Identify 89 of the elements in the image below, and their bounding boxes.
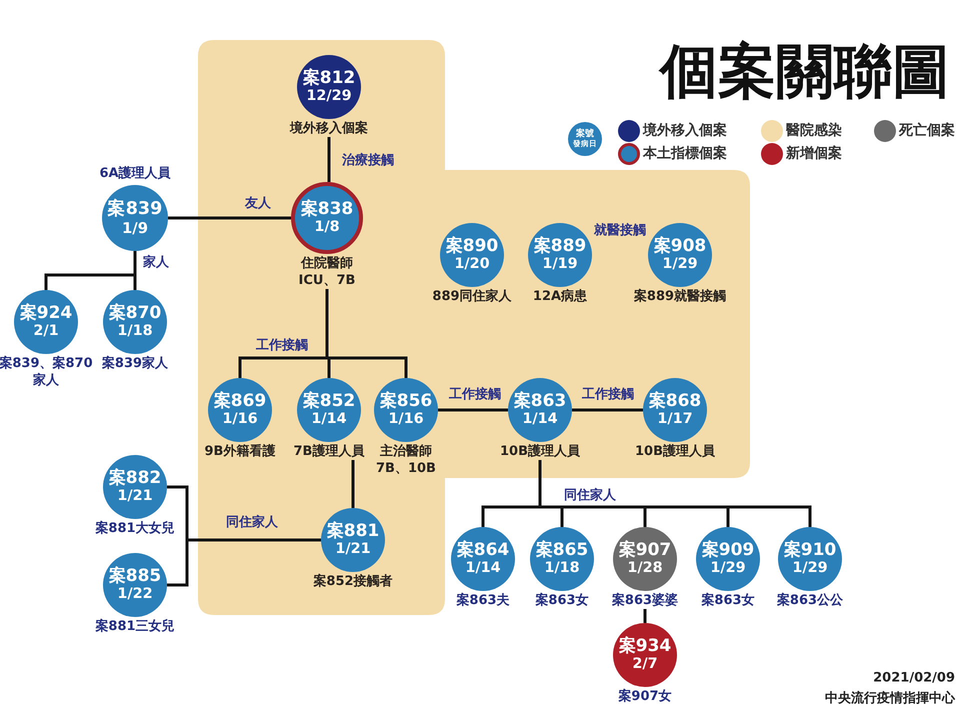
edge-label: 工作接觸 — [449, 386, 501, 403]
onset-date: 1/14 — [522, 411, 558, 428]
case-number-key: 案號 — [576, 129, 594, 140]
onset-date: 1/22 — [117, 586, 153, 604]
onset-date: 1/9 — [122, 220, 148, 237]
case-number: 案934 — [618, 636, 672, 656]
onset-date: 1/19 — [542, 256, 578, 274]
legend-label: 死亡個案 — [899, 122, 955, 140]
onset-date: 1/28 — [627, 560, 663, 578]
onset-date: 1/8 — [314, 219, 340, 236]
case-caption: 案881大女兒 — [95, 520, 175, 537]
onset-date: 1/29 — [710, 560, 746, 578]
case-caption: 案907女 — [618, 688, 672, 705]
case-caption: 7B護理人員 — [294, 443, 364, 460]
case-caption: 案863婆婆 — [612, 592, 678, 609]
case-number: 案907 — [618, 540, 672, 560]
connector-line — [644, 609, 646, 623]
case-caption: 案839家人 — [102, 355, 168, 372]
case-number: 案852 — [302, 392, 356, 412]
case-caption: 10B護理人員 — [500, 443, 580, 460]
onset-date: 2/7 — [632, 656, 658, 674]
connector-line — [328, 137, 330, 182]
onset-date: 1/16 — [388, 411, 424, 428]
edge-label: 友人 — [245, 195, 271, 212]
source-text: 中央流行疫情指揮中心 — [825, 690, 955, 707]
connector-line — [438, 408, 508, 412]
case-number: 案889 — [534, 236, 586, 256]
case-caption: 9B外籍看護 — [204, 443, 276, 460]
case-caption: 住院醫師ICU、7B — [298, 255, 356, 289]
case-caption: 6A護理人員 — [99, 165, 171, 182]
case-number: 案868 — [648, 392, 702, 412]
edge-label: 同住家人 — [564, 486, 616, 504]
edge-label: 工作接觸 — [582, 386, 634, 403]
case-caption: 案889就醫接觸 — [634, 288, 726, 305]
connector-line — [572, 408, 643, 412]
case-number: 案839 — [108, 199, 162, 220]
case-caption: 案863公公 — [776, 592, 844, 609]
onset-date: 1/21 — [117, 488, 153, 506]
case-number: 案881 — [326, 522, 380, 542]
case-number: 案910 — [784, 540, 836, 560]
onset-date: 1/16 — [222, 411, 258, 428]
case-number: 案882 — [108, 468, 162, 488]
case-number: 案865 — [536, 540, 588, 560]
case-number: 案856 — [380, 392, 432, 412]
onset-date: 1/17 — [657, 411, 693, 428]
case-caption: 12A病患 — [532, 288, 588, 305]
case-caption: 主治醫師7B、10B — [375, 443, 437, 477]
case-caption: 案863女 — [535, 592, 589, 609]
case-number: 案812 — [302, 68, 356, 88]
edge-label: 家人 — [143, 254, 169, 271]
case-number: 案924 — [20, 304, 72, 324]
case-number: 案908 — [654, 236, 706, 256]
connector-line — [352, 460, 354, 508]
onset-date: 12/29 — [306, 88, 352, 106]
legend-label: 醫院感染 — [786, 122, 842, 140]
case-number: 案864 — [456, 540, 510, 560]
onset-date: 1/14 — [465, 560, 501, 578]
case-caption: 案863夫 — [456, 592, 510, 609]
connector-line — [168, 216, 291, 220]
legend-label: 新增個案 — [786, 146, 842, 162]
case-caption: 境外移入個案 — [290, 120, 368, 137]
onset-date: 1/29 — [662, 256, 698, 274]
edge-label: 工作接觸 — [256, 336, 308, 354]
legend-label: 境外移入個案 — [643, 122, 727, 140]
relation-label: 就醫接觸 — [594, 222, 646, 239]
date-text: 2021/02/09 — [873, 670, 955, 686]
case-number: 案870 — [108, 304, 162, 324]
title: 個案關聯圖 — [660, 42, 950, 100]
onset-date: 1/21 — [335, 541, 371, 558]
edge-label: 治療接觸 — [342, 152, 394, 169]
case-caption: 案863女 — [701, 592, 755, 609]
onset-date: 1/14 — [311, 411, 347, 428]
case-caption: 案881三女兒 — [95, 618, 175, 635]
case-number: 案863 — [514, 392, 566, 412]
case-number: 案885 — [108, 566, 162, 586]
legend-label: 本土指標個案 — [643, 146, 727, 162]
onset-date: 1/29 — [792, 560, 828, 578]
onset-date: 1/18 — [117, 323, 153, 340]
case-number: 案838 — [300, 200, 354, 220]
onset-date: 1/18 — [544, 560, 580, 578]
case-caption: 889同住家人 — [432, 288, 512, 305]
onset-date: 1/20 — [454, 256, 490, 274]
case-number: 案869 — [214, 392, 266, 412]
edge-label: 同住家人 — [226, 514, 278, 531]
case-caption: 案852接觸者 — [313, 573, 393, 590]
case-number: 案890 — [446, 236, 498, 256]
case-caption: 10B護理人員 — [635, 443, 715, 460]
onset-date: 2/1 — [33, 323, 59, 340]
case-number: 案909 — [702, 540, 754, 560]
